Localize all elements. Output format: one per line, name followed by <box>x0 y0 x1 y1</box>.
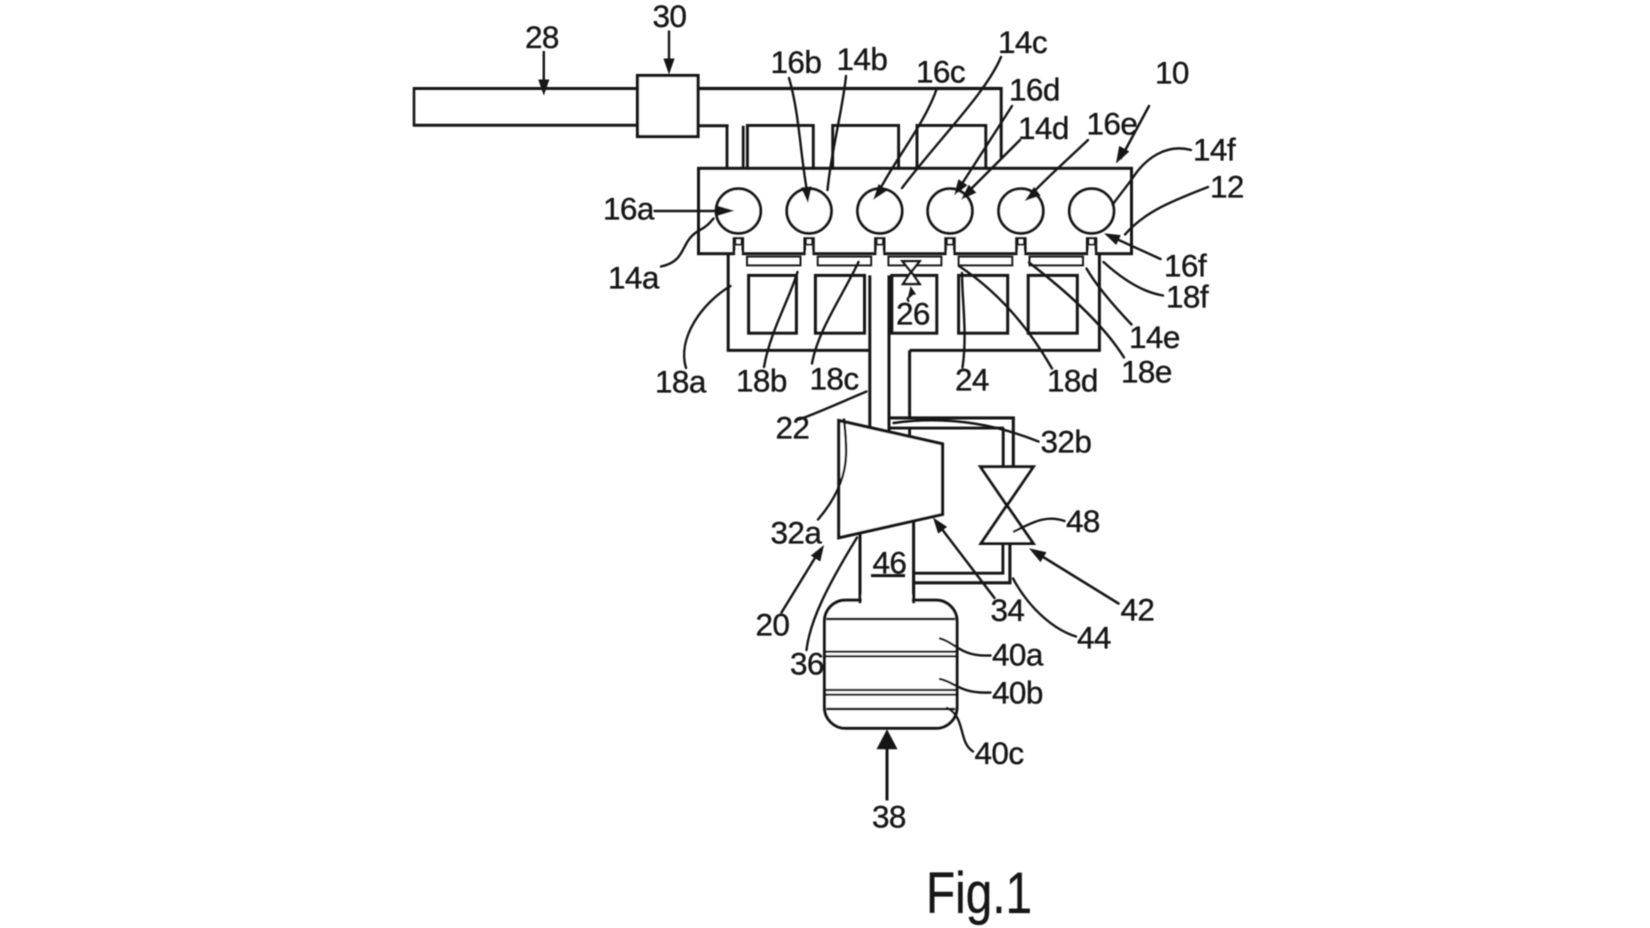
svg-text:14a: 14a <box>608 259 660 295</box>
svg-text:34: 34 <box>991 592 1025 628</box>
svg-text:18b: 18b <box>736 363 787 399</box>
svg-text:16a: 16a <box>603 190 655 226</box>
svg-text:22: 22 <box>776 410 810 446</box>
svg-text:16d: 16d <box>1009 72 1060 108</box>
svg-text:26: 26 <box>896 296 930 332</box>
svg-text:16f: 16f <box>1164 248 1207 284</box>
svg-text:18f: 18f <box>1166 278 1209 314</box>
svg-text:12: 12 <box>1210 169 1244 205</box>
svg-text:36: 36 <box>790 645 824 681</box>
svg-text:14f: 14f <box>1193 131 1236 167</box>
svg-text:16c: 16c <box>916 53 965 89</box>
svg-text:14b: 14b <box>837 41 888 77</box>
svg-text:44: 44 <box>1077 620 1111 656</box>
svg-text:14c: 14c <box>998 24 1047 60</box>
svg-text:38: 38 <box>872 798 906 834</box>
svg-text:40b: 40b <box>992 675 1043 711</box>
svg-text:32b: 32b <box>1041 424 1092 460</box>
svg-text:28: 28 <box>525 19 559 55</box>
svg-text:40c: 40c <box>975 735 1024 771</box>
svg-text:14d: 14d <box>1018 110 1069 146</box>
svg-text:18d: 18d <box>1047 363 1098 399</box>
svg-text:18e: 18e <box>1121 354 1172 390</box>
svg-text:30: 30 <box>653 0 687 34</box>
svg-text:20: 20 <box>756 607 790 643</box>
svg-text:18c: 18c <box>810 360 859 396</box>
svg-text:42: 42 <box>1121 592 1155 628</box>
svg-text:10: 10 <box>1155 55 1189 91</box>
svg-text:32a: 32a <box>771 515 823 551</box>
svg-text:16e: 16e <box>1087 106 1138 142</box>
svg-text:16b: 16b <box>771 44 822 80</box>
svg-text:18a: 18a <box>655 363 707 399</box>
svg-text:24: 24 <box>955 362 989 398</box>
svg-text:14e: 14e <box>1129 319 1180 355</box>
svg-text:48: 48 <box>1066 503 1100 539</box>
svg-text:40a: 40a <box>992 637 1044 673</box>
svg-text:Fig.1: Fig.1 <box>926 861 1032 926</box>
